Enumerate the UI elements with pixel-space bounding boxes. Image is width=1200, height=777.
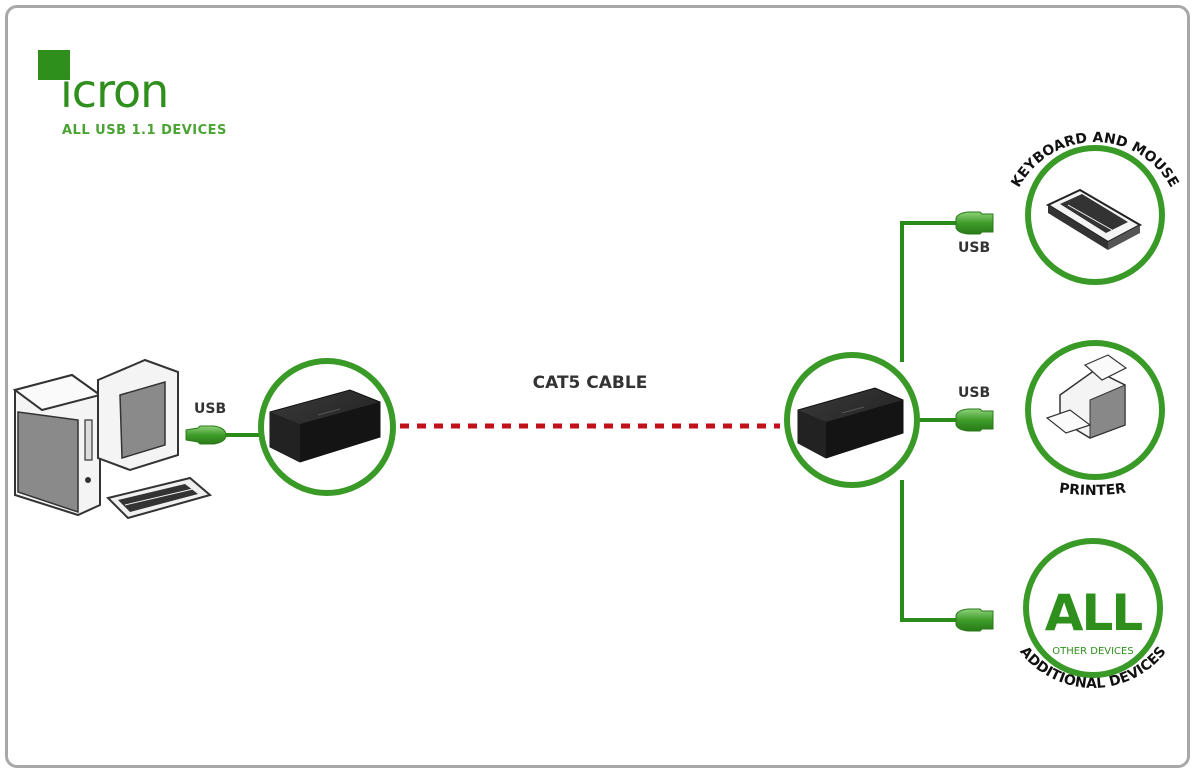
keyboard-icon (1045, 188, 1143, 250)
printer-usb-label: USB (958, 385, 990, 401)
cat5-cable-label: CAT5 CABLE (533, 373, 648, 393)
host-usb-label: USB (194, 401, 226, 417)
local-extender-box-icon (269, 389, 381, 463)
branch-line-additional (900, 480, 956, 622)
printer-device-label: PRINTER (1058, 481, 1127, 499)
usb-plug-icon (955, 608, 994, 632)
usb-plug-icon (955, 408, 994, 432)
computer-icon (12, 358, 213, 520)
keyboard-usb-label: USB (958, 240, 990, 256)
additional-devices-circle (1023, 538, 1163, 678)
diagram-frame (5, 5, 1190, 768)
remote-extender-box-icon (797, 387, 904, 459)
usb-plug-icon (955, 211, 994, 235)
brand-tagline: ALL USB 1.1 DEVICES (62, 123, 227, 138)
logo-square-icon (38, 50, 70, 80)
usb-plug-icon (185, 425, 227, 445)
printer-icon (1045, 354, 1128, 439)
all-devices-small-text: OTHER DEVICES (1052, 646, 1133, 657)
all-devices-big-text: ALL (1045, 584, 1143, 642)
brand-logo: icron (60, 64, 169, 118)
branch-line-keyboard (900, 221, 956, 362)
